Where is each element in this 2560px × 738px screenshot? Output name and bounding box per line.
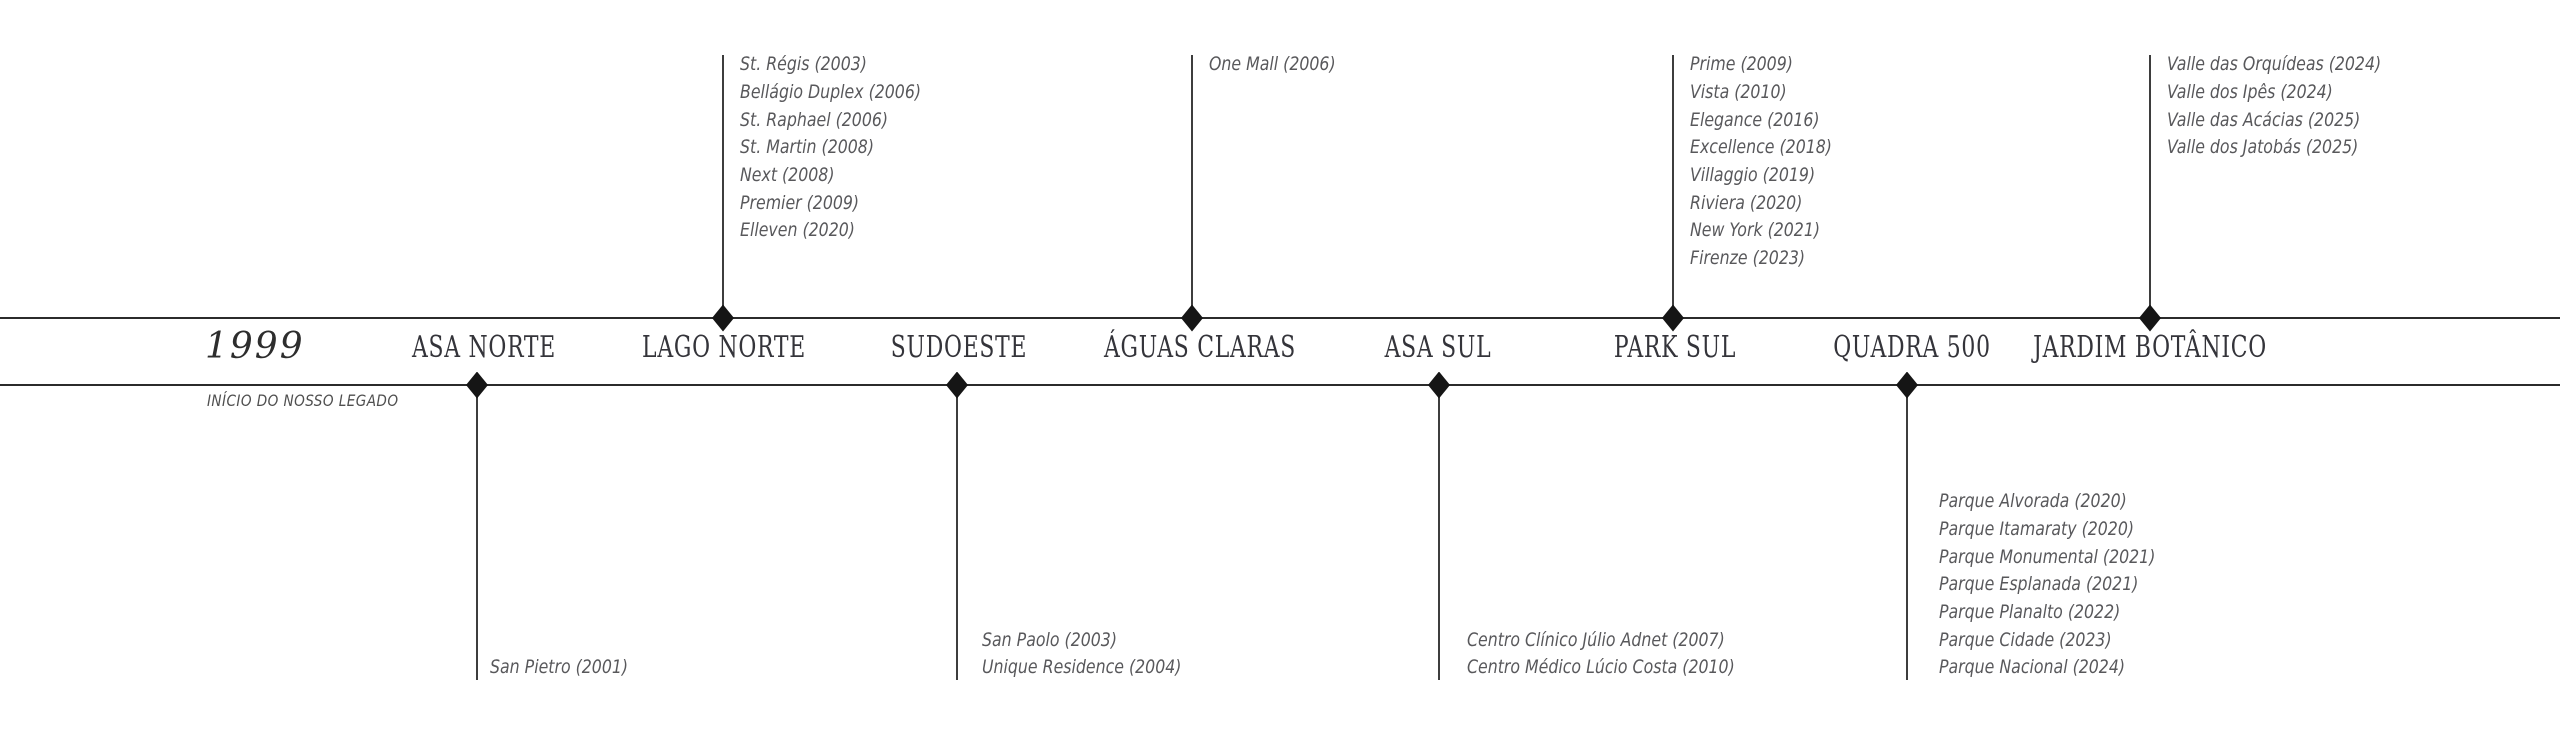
project-item: Parque Monumental (2021) [1939, 545, 2156, 568]
project-item: Valle dos Jatobás (2025) [2167, 136, 2359, 159]
project-item: Premier (2009) [740, 191, 860, 214]
project-item: Prime (2009) [1690, 53, 1793, 76]
connector-line [956, 386, 958, 680]
timeline-lower-line [0, 384, 2560, 386]
project-item: One Mall (2006) [1209, 53, 1336, 76]
project-list-lago-norte: St. Régis (2003) Bellágio Duplex (2006) St… [740, 51, 958, 245]
project-list-quadra-500: Parque Alvorada (2020) Parque Itamaraty (… [1939, 488, 2200, 682]
project-item: San Paolo (2003) [982, 628, 1117, 651]
project-item: San Pietro (2001) [490, 656, 629, 679]
location-label-aguas-claras: ÁGUAS CLARAS [1103, 330, 1297, 365]
project-item: St. Raphael (2006) [740, 108, 889, 131]
era-year: 1999 [205, 326, 305, 367]
project-item: New York (2021) [1690, 219, 1821, 242]
project-item: Parque Planalto (2022) [1939, 600, 2121, 623]
project-item: Unique Residence (2004) [982, 656, 1182, 679]
project-item: Valle dos Ipês (2024) [2167, 80, 2333, 103]
project-item: Centro Médico Lúcio Costa (2010) [1467, 656, 1735, 679]
project-item: Parque Esplanada (2021) [1939, 573, 2139, 596]
project-list-aguas-claras: One Mall (2006) [1209, 51, 1362, 79]
project-item: Parque Nacional (2024) [1939, 656, 2126, 679]
project-item: St. Martin (2008) [740, 136, 874, 159]
diamond-marker-icon [2139, 304, 2161, 332]
location-label-lago-norte: LAGO NORTE [642, 330, 806, 365]
connector-line [722, 55, 724, 317]
project-list-sudoeste: San Paolo (2003) Unique Residence (2004) [982, 627, 1222, 682]
connector-line [1191, 55, 1193, 317]
diamond-marker-icon [466, 371, 488, 399]
location-label-jardim-botanico: JARDIM BOTÂNICO [2033, 330, 2267, 365]
project-item: Elleven (2020) [740, 219, 855, 242]
project-item: Villaggio (2019) [1690, 164, 1816, 186]
project-list-jardim-botanico: Valle das Orquídeas (2024) Valle dos Ipês… [2167, 51, 2425, 162]
location-label-asa-sul: ASA SUL [1384, 330, 1492, 365]
project-item: Firenze (2023) [1690, 247, 1806, 270]
timeline-upper-line [0, 317, 2560, 319]
diamond-marker-icon [1896, 371, 1918, 399]
location-label-sudoeste: SUDOESTE [890, 330, 1028, 365]
project-item: Parque Cidade (2023) [1939, 628, 2112, 651]
location-label-park-sul: PARK SUL [1613, 330, 1737, 365]
diamond-marker-icon [1428, 371, 1450, 399]
project-item: Centro Clínico Júlio Adnet (2007) [1467, 628, 1725, 651]
diamond-marker-icon [946, 371, 968, 399]
era-subtitle: INÍCIO DO NOSSO LEGADO [207, 391, 399, 410]
project-item: Riviera (2020) [1690, 191, 1803, 214]
connector-line [2149, 55, 2151, 317]
project-list-asa-norte: San Pietro (2001) [490, 654, 656, 682]
diamond-marker-icon [712, 304, 734, 332]
project-item: Parque Alvorada (2020) [1939, 490, 2127, 513]
location-label-quadra-500: QUADRA 500 [1833, 330, 1991, 365]
project-list-asa-sul: Centro Clínico Júlio Adnet (2007) Centro … [1467, 627, 1790, 682]
diamond-marker-icon [1662, 304, 1684, 332]
project-item: Valle das Acácias (2025) [2167, 108, 2361, 131]
project-list-park-sul: Prime (2009) Vista (2010) Elegance (2016) E… [1690, 51, 1861, 273]
connector-line [1438, 386, 1440, 680]
connector-line [1906, 386, 1908, 680]
diamond-marker-icon [1181, 304, 1203, 332]
project-item: Next (2008) [740, 164, 835, 186]
project-item: Valle das Orquídeas (2024) [2167, 53, 2382, 76]
connector-line [476, 386, 478, 680]
project-item: Elegance (2016) [1690, 108, 1820, 131]
project-item: Excellence (2018) [1690, 136, 1832, 159]
project-item: Vista (2010) [1690, 80, 1787, 103]
connector-line [1672, 55, 1674, 317]
project-item: Bellágio Duplex (2006) [740, 80, 922, 103]
project-item: Parque Itamaraty (2020) [1939, 517, 2135, 540]
location-label-asa-norte: ASA NORTE [412, 330, 556, 365]
project-item: St. Régis (2003) [740, 53, 867, 76]
